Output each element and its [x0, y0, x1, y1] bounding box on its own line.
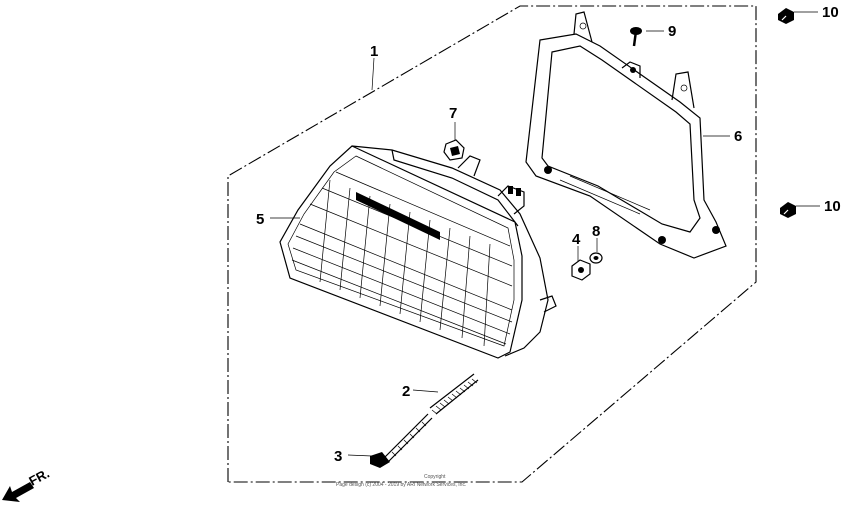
callout-9: 9	[668, 23, 676, 40]
adjusting-screw[interactable]	[370, 413, 433, 468]
bolt-bottom[interactable]	[780, 202, 796, 218]
copyright-notice: Page design (c) 2004 - 2019 by ARI Netwo…	[336, 482, 466, 488]
nut[interactable]	[571, 259, 591, 281]
spring[interactable]	[429, 373, 479, 415]
callout-7: 7	[449, 105, 457, 122]
callout-6: 6	[734, 128, 742, 145]
headlight-unit[interactable]	[279, 145, 557, 359]
callout-5: 5	[256, 211, 264, 228]
collar[interactable]	[589, 252, 603, 264]
bolt-top[interactable]	[778, 8, 794, 24]
leader-lines	[270, 11, 820, 457]
callout-10-bottom: 10	[824, 198, 841, 215]
copyright-label: Copyright	[424, 474, 446, 480]
assembly-boundary	[227, 5, 757, 483]
screw[interactable]	[630, 27, 642, 47]
callout-1: 1	[370, 43, 378, 60]
callout-2: 2	[402, 383, 410, 400]
headlight-case[interactable]	[525, 11, 727, 259]
clip-nut[interactable]	[443, 139, 465, 161]
callout-4: 4	[572, 231, 581, 248]
callout-10-top: 10	[822, 4, 839, 21]
callout-8: 8	[592, 223, 600, 240]
front-direction-arrow: FR.	[2, 466, 52, 502]
callout-3: 3	[334, 448, 342, 465]
